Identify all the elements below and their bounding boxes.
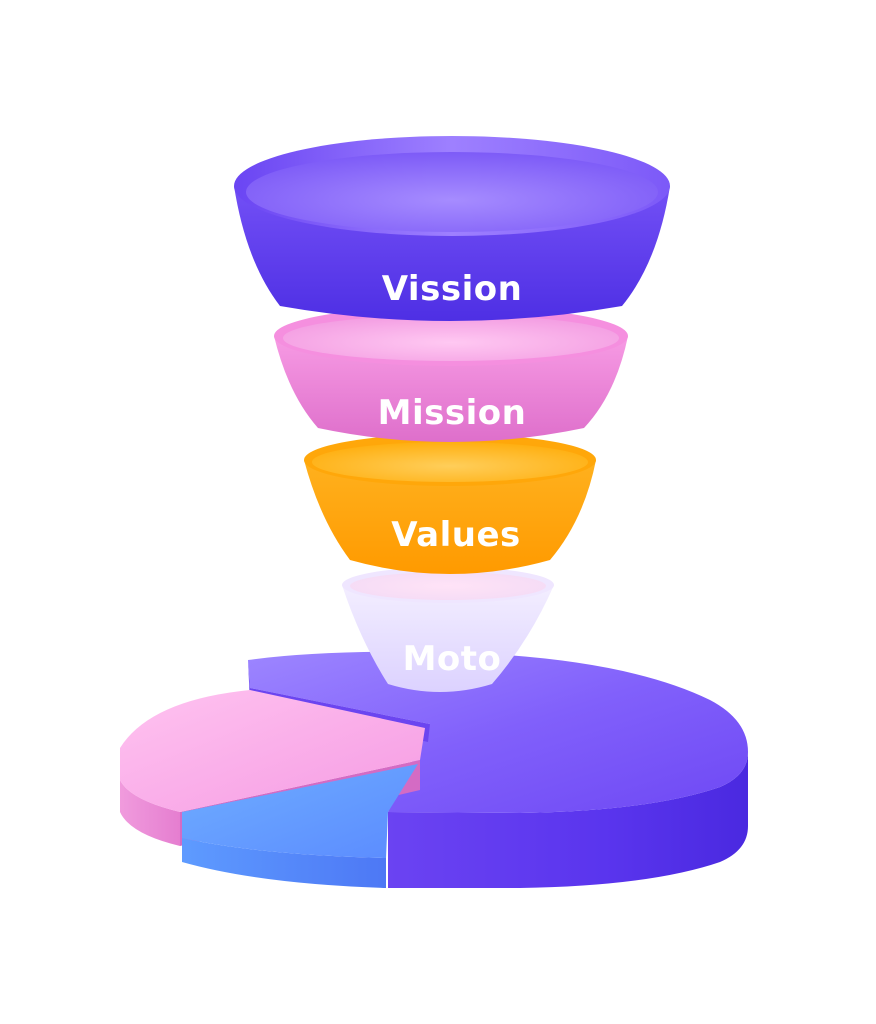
funnel: Moto Values Mission Vission <box>234 136 670 692</box>
tier-label-mission: Mission <box>378 393 527 433</box>
pie-slice-blue-top <box>182 764 418 858</box>
funnel-tier-moto: Moto <box>342 567 554 692</box>
funnel-tier-vission: Vission <box>234 136 670 321</box>
pie-slice-purple-side <box>388 752 748 888</box>
pie-slice-blue-side <box>182 838 386 888</box>
pie-slice-pink-side <box>120 748 180 846</box>
tier-mission-body <box>274 336 628 442</box>
tier-moto-opening <box>350 572 546 600</box>
funnel-tier-values: Values <box>304 434 596 574</box>
pie-chart-base <box>120 651 748 888</box>
tier-label-values: Values <box>391 515 521 555</box>
tier-moto-body <box>342 585 554 692</box>
pie-slice-pink-top <box>120 690 425 812</box>
tier-vission-opening <box>246 152 658 232</box>
pie-slice-purple-top <box>248 651 748 813</box>
tier-label-moto: Moto <box>403 639 502 679</box>
funnel-tier-mission: Mission <box>274 306 628 442</box>
tier-values-opening <box>312 442 588 482</box>
tier-mission-opening <box>283 315 619 361</box>
tier-label-vission: Vission <box>382 269 523 309</box>
tier-values-body <box>304 460 596 574</box>
